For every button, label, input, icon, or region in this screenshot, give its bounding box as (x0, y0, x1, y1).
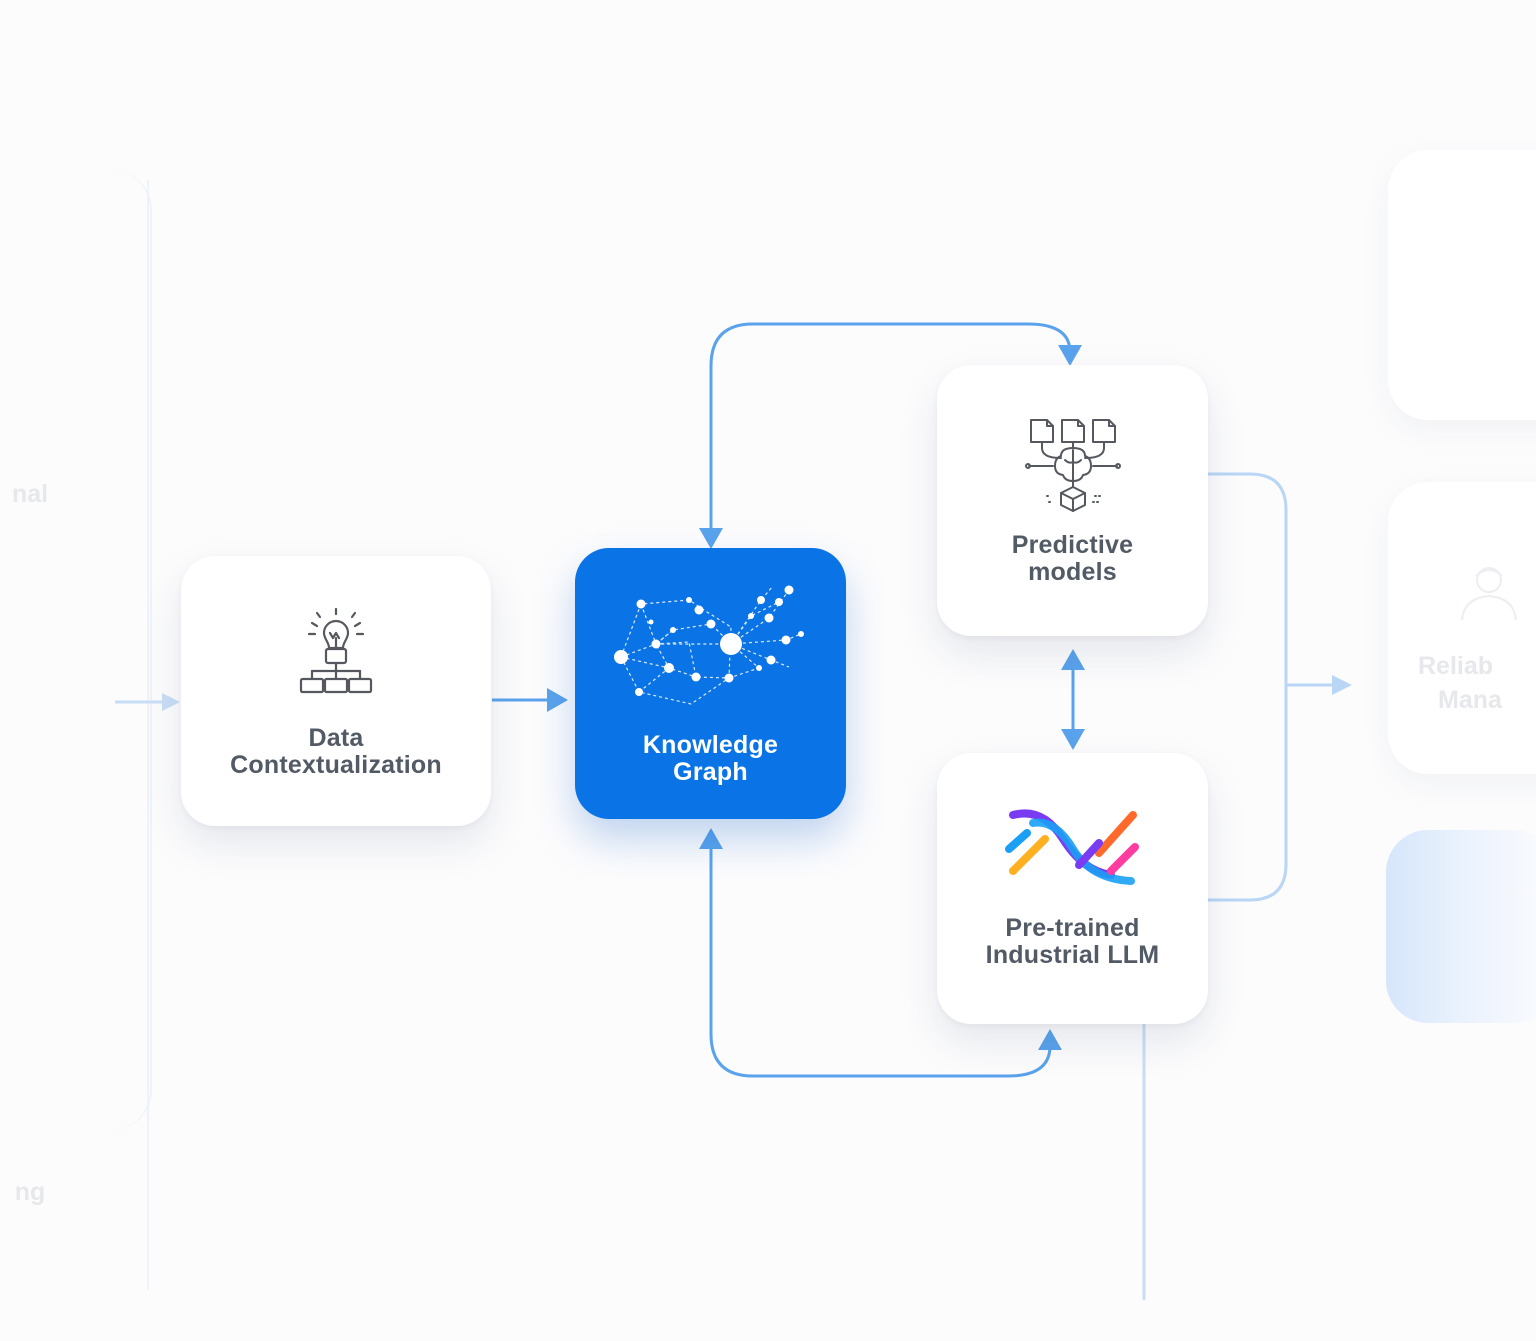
label-line-1: Pre-trained (1005, 913, 1140, 942)
label-line-1: Predictive (1011, 530, 1134, 559)
lightbulb-hierarchy-icon (299, 607, 373, 694)
connector-right-bracket (1208, 472, 1288, 902)
llm-wave-logo-icon (1004, 808, 1139, 885)
arrowhead-to-outputs (1332, 675, 1352, 695)
faded-right-card-middle: Reliab Mana (1388, 482, 1536, 774)
faded-right-label-2: Mana (1438, 686, 1502, 714)
faded-blue-card (1386, 830, 1536, 1023)
label-line-2: Contextualization (230, 751, 442, 779)
documents-brain-cube-icon (1024, 418, 1121, 512)
node-label: Predictive models (1011, 530, 1134, 586)
arrowhead-into-llm (1038, 1029, 1062, 1050)
arrowhead-context-to-kg (547, 688, 568, 712)
faded-left-label-bottom: ng (14, 1178, 46, 1206)
worker-icon (1461, 567, 1517, 621)
node-knowledge-graph[interactable]: Knowledge Graph (575, 548, 846, 819)
arrowhead-into-predictive (1058, 345, 1082, 366)
arrowhead-into-kg-bottom (699, 828, 723, 849)
label-line-1: Data (308, 724, 364, 752)
label-line-2: Graph (673, 757, 748, 786)
arrowhead-up (1061, 649, 1085, 670)
left-panel-faded (0, 170, 152, 1130)
label-line-1: Knowledge (642, 730, 779, 759)
node-pretrained-llm[interactable]: Pre-trained Industrial LLM (937, 753, 1208, 1024)
node-label: Data Contextualization (230, 725, 442, 779)
node-label: Pre-trained Industrial LLM (985, 913, 1160, 969)
faded-left-label-top: nal (11, 480, 49, 508)
faded-right-label-1: Reliab (1418, 652, 1494, 680)
arrowhead-down (1061, 729, 1085, 750)
connector-top-loop (709, 322, 1072, 530)
connector-bottom-loop (709, 846, 1052, 1078)
faded-right-card-top (1388, 150, 1536, 420)
network-graph-icon (613, 585, 804, 705)
label-line-2: Industrial LLM (985, 940, 1160, 969)
arrowhead-into-kg-top (699, 528, 723, 549)
label-line-2: models (1028, 557, 1117, 586)
node-label: Knowledge Graph (642, 730, 779, 786)
node-predictive-models[interactable]: Predictive models (937, 365, 1208, 636)
arrowhead-incoming-left (162, 693, 180, 711)
node-data-contextualization[interactable]: Data Contextualization (181, 556, 491, 826)
